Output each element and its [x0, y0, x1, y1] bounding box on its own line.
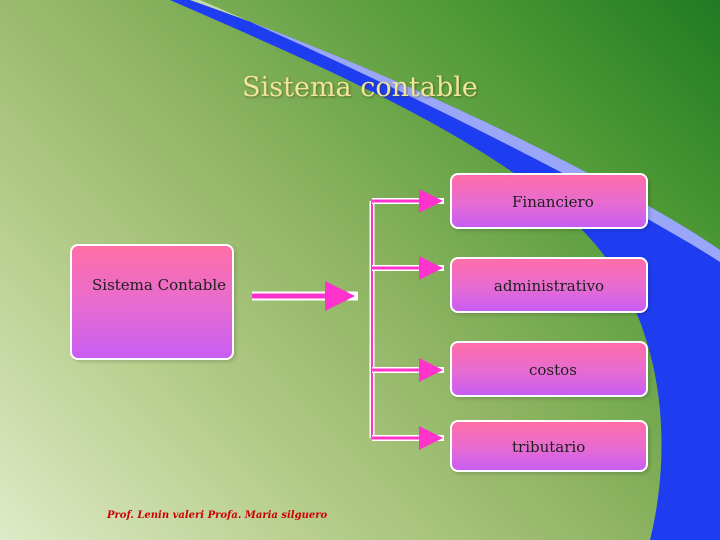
slide-title: Sistema contable: [242, 72, 478, 103]
node-costos: costos: [450, 341, 648, 397]
footer-credits: Prof. Lenin valeri Profa. Maria silguero: [107, 510, 328, 521]
node-label: Financiero: [512, 193, 594, 211]
node-tributario: tributario: [450, 420, 648, 472]
node-label: Sistema Contable: [92, 276, 227, 294]
node-label: administrativo: [493, 277, 605, 295]
node-label: costos: [529, 361, 577, 379]
node-label: tributario: [512, 438, 586, 456]
node-sistema-contable: Sistema Contable: [70, 244, 234, 360]
node-administrativo: administrativo: [450, 257, 648, 313]
node-financiero: Financiero: [450, 173, 648, 229]
